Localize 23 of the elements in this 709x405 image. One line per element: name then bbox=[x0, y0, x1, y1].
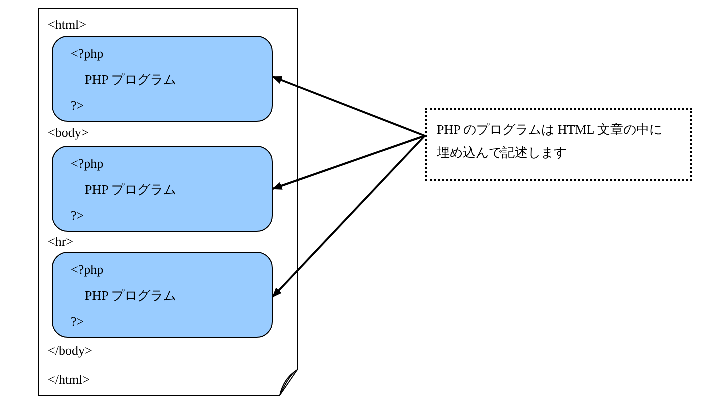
php-tag: ?> bbox=[71, 314, 84, 330]
code-text: PHP プログラム bbox=[85, 72, 177, 88]
code-block bbox=[52, 146, 273, 232]
php-tag: <?php bbox=[71, 156, 104, 172]
html-tag: </body> bbox=[48, 343, 92, 359]
php-tag: <?php bbox=[71, 46, 104, 62]
code-block bbox=[52, 36, 273, 122]
note-text: PHP のプログラムは HTML 文章の中に埋め込んで記述します bbox=[437, 122, 662, 160]
arrow bbox=[272, 76, 426, 137]
html-tag: </html> bbox=[48, 372, 90, 388]
html-tag: <html> bbox=[48, 17, 86, 33]
php-tag: <?php bbox=[71, 262, 104, 278]
html-tag: <body> bbox=[48, 125, 89, 141]
callout-note bbox=[425, 108, 692, 181]
code-text: PHP プログラム bbox=[85, 288, 177, 304]
code-block bbox=[52, 252, 273, 338]
code-text: PHP プログラム bbox=[85, 182, 177, 198]
arrow bbox=[272, 135, 426, 298]
php-tag: ?> bbox=[71, 98, 84, 114]
php-tag: ?> bbox=[71, 208, 84, 224]
document-page bbox=[38, 8, 298, 396]
html-tag: <hr> bbox=[48, 234, 74, 250]
arrow bbox=[272, 135, 426, 190]
